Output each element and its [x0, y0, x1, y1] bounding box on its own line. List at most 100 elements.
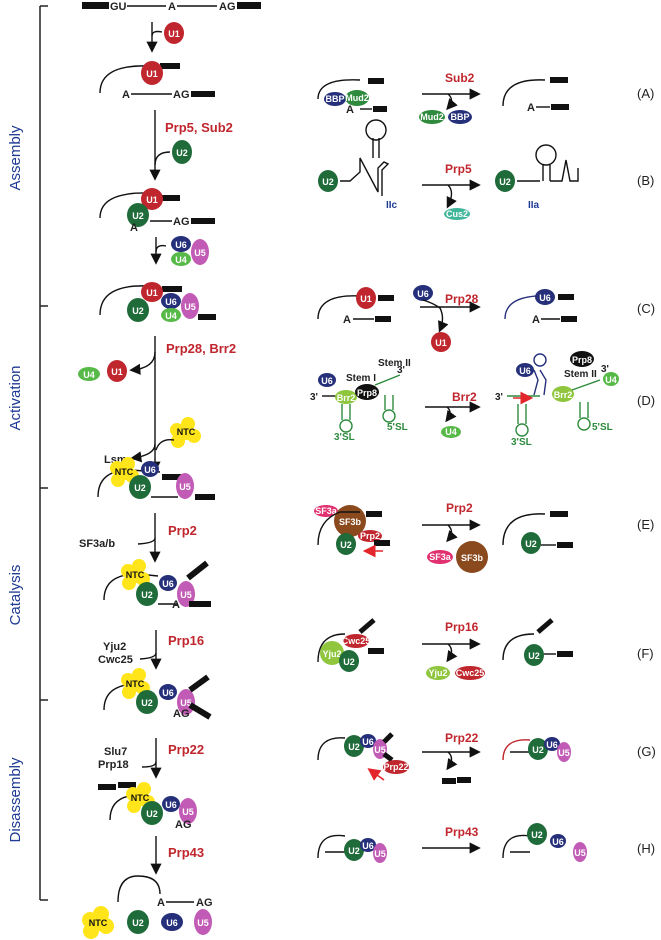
prp2-label: Prp2	[168, 523, 197, 538]
svg-text:U2: U2	[531, 830, 543, 840]
panel-c: U1 A U6 Prp28 U1 U6 A (C)	[317, 285, 655, 352]
svg-text:U1: U1	[168, 29, 180, 39]
panel-b: U2 IIc Prp5 Cus2 U2 IIa (B)	[318, 119, 654, 220]
svg-text:U6: U6	[162, 579, 174, 589]
svg-text:U1: U1	[111, 367, 123, 377]
panel-f-label: (F)	[637, 646, 654, 661]
svg-text:U2: U2	[322, 177, 334, 187]
svg-text:AG: AG	[175, 819, 192, 831]
svg-text:Prp22: Prp22	[445, 731, 479, 745]
svg-text:U4: U4	[445, 427, 457, 437]
svg-text:U2: U2	[176, 148, 188, 158]
svg-text:NTC: NTC	[177, 427, 196, 437]
svg-text:AG: AG	[173, 708, 190, 720]
svg-text:NTC: NTC	[115, 467, 134, 477]
svg-text:Prp28: Prp28	[445, 292, 479, 306]
svg-text:IIa: IIa	[528, 200, 540, 211]
svg-text:U1: U1	[435, 338, 447, 348]
svg-text:U5: U5	[558, 748, 570, 758]
svg-text:U5: U5	[182, 807, 194, 817]
svg-text:A: A	[157, 897, 165, 909]
svg-text:U6: U6	[417, 289, 429, 299]
svg-text:3': 3'	[601, 364, 609, 375]
svg-text:AG: AG	[173, 216, 190, 228]
svg-text:AG: AG	[196, 897, 213, 909]
prp22-label: Prp22	[168, 742, 204, 757]
svg-text:Cus2: Cus2	[446, 209, 468, 219]
stage-activation: Activation	[7, 365, 24, 430]
svg-text:U4: U4	[605, 375, 617, 385]
panel-g-label: (G)	[637, 744, 656, 759]
svg-text:U6: U6	[166, 918, 178, 928]
svg-text:U2: U2	[146, 809, 158, 819]
svg-text:A: A	[172, 599, 180, 611]
svg-text:U6: U6	[519, 366, 531, 376]
svg-text:NTC: NTC	[131, 793, 150, 803]
svg-text:BBP: BBP	[450, 112, 469, 122]
slu7-label: Slu7	[104, 746, 127, 758]
svg-text:A: A	[343, 314, 351, 326]
complex-e: U1 A AG	[99, 61, 215, 101]
svg-text:A: A	[130, 222, 138, 234]
panel-h-label: (H)	[637, 841, 655, 856]
panel-c-label: (C)	[637, 301, 655, 316]
prp5-sub2-label: Prp5, Sub2	[165, 120, 233, 135]
svg-text:U2: U2	[525, 539, 537, 549]
svg-text:A: A	[122, 89, 130, 101]
svg-text:Brr2: Brr2	[452, 390, 477, 404]
svg-text:Prp5: Prp5	[445, 162, 472, 176]
released-u4-u1: U1 U4	[78, 360, 127, 382]
svg-text:U6: U6	[165, 297, 177, 307]
svg-text:U1: U1	[146, 288, 158, 298]
svg-text:U2: U2	[132, 211, 144, 221]
svg-text:U2: U2	[340, 540, 352, 550]
svg-text:U6: U6	[165, 800, 177, 810]
svg-text:5'SL: 5'SL	[592, 422, 613, 433]
svg-text:A: A	[532, 314, 540, 326]
svg-text:U6: U6	[552, 837, 564, 847]
svg-text:Cwc25: Cwc25	[342, 636, 371, 646]
svg-text:U2: U2	[132, 918, 144, 928]
panel-e: SF3a SF3b U2 Prp2 Prp2 SF3a SF3b U2 (E)	[314, 501, 654, 573]
svg-text:Prp2: Prp2	[446, 501, 473, 515]
svg-text:Stem I: Stem I	[346, 373, 376, 384]
svg-text:Yju2: Yju2	[428, 668, 447, 678]
svg-text:Prp8: Prp8	[357, 388, 377, 398]
prp16-label: Prp16	[168, 633, 204, 648]
ntc-complex: NTC	[170, 417, 201, 448]
released-snrnps: NTC U2 U6 U5	[82, 906, 212, 939]
released-lariat: A AG	[117, 875, 213, 909]
svg-text:U2: U2	[134, 483, 146, 493]
svg-text:U2: U2	[343, 657, 355, 667]
complex-a: U1 U2 A AG	[99, 188, 215, 234]
svg-text:NTC: NTC	[126, 679, 145, 689]
svg-text:Prp2: Prp2	[360, 531, 380, 541]
svg-text:U2: U2	[141, 590, 153, 600]
svg-text:U2: U2	[132, 306, 144, 316]
panel-b-label: (B)	[637, 173, 654, 188]
svg-text:U5: U5	[179, 482, 191, 492]
complex-b-star: NTC U6 U2 U5 A	[103, 559, 211, 611]
svg-text:AG: AG	[173, 89, 190, 101]
svg-text:U6: U6	[539, 293, 551, 303]
panel-d-label: (D)	[637, 393, 655, 408]
svg-text:A: A	[168, 1, 176, 13]
svg-text:Prp16: Prp16	[445, 620, 479, 634]
svg-text:U2: U2	[499, 177, 511, 187]
cwc25-label: Cwc25	[98, 654, 133, 666]
svg-text:U5: U5	[197, 918, 209, 928]
svg-text:U6: U6	[321, 376, 333, 386]
stage-bracket	[39, 5, 48, 901]
svg-text:U6: U6	[175, 240, 187, 250]
complex-b: U1 U2 U6 U4 U5	[99, 282, 216, 322]
sf3ab-label: SF3a/b	[79, 538, 115, 550]
svg-text:IIc: IIc	[386, 200, 398, 211]
svg-text:Sub2: Sub2	[445, 71, 475, 85]
svg-text:U4: U4	[83, 370, 95, 380]
panel-a: BBP Mud2 A Sub2 Mud2 BBP A (A)	[317, 71, 654, 124]
svg-text:U4: U4	[165, 311, 177, 321]
u1-snrnp: U1	[164, 22, 184, 44]
svg-text:NTC: NTC	[126, 570, 145, 580]
svg-text:SF3a: SF3a	[315, 506, 338, 516]
